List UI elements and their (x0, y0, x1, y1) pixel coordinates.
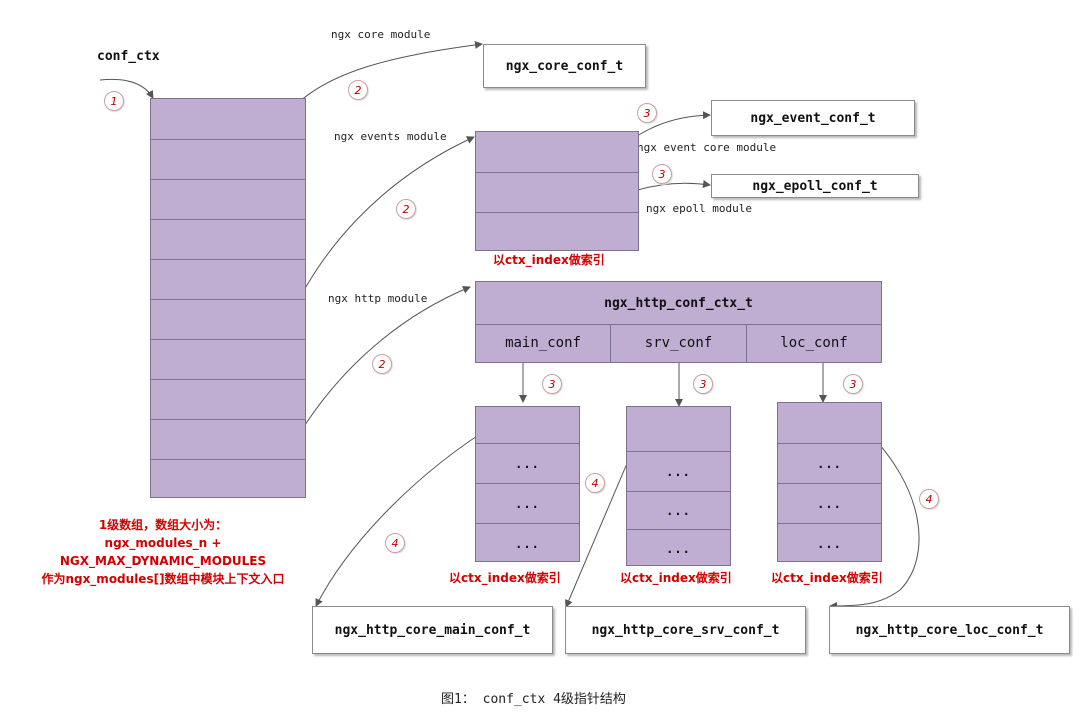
array-slot: ... (476, 483, 579, 523)
array-slot: ... (627, 491, 730, 529)
events-ctx-array (475, 131, 639, 251)
loc-conf-cell: loc_conf (780, 335, 848, 351)
arrow-core-loc (829, 423, 920, 610)
array-note-line3: 作为ngx_modules[]数组中模块上下文入口 (41, 572, 285, 586)
step-3-badge: 3 (843, 374, 863, 394)
array-slot (151, 459, 305, 499)
ngx-event-conf-box: ngx_event_conf_t (711, 100, 915, 136)
index-note-events: 以ctx_index做索引 (493, 253, 605, 267)
step-3-badge: 3 (693, 374, 713, 394)
conf-ctx-label: conf_ctx (97, 49, 160, 64)
http-module-label: ngx http module (328, 292, 428, 305)
step-4-badge: 4 (919, 489, 939, 509)
ngx-http-core-loc-conf-box: ngx_http_core_loc_conf_t (829, 606, 1070, 654)
array-size-note: 1级数组，数组大小为： ngx_modules_n + NGX_MAX_DYNA… (0, 516, 326, 588)
step-4-badge: 4 (585, 473, 605, 493)
array-slot (151, 379, 305, 419)
index-note-main: 以ctx_index做索引 (449, 571, 561, 585)
http-conf-ctx-table: ngx_http_conf_ctx_t main_conf srv_conf l… (475, 281, 882, 363)
array-slot (476, 172, 638, 212)
event-core-module-label: ngx event core module (637, 141, 777, 154)
srv-conf-cell: srv_conf (611, 324, 747, 362)
step-4-badge: 4 (385, 533, 405, 553)
http-conf-ctx-title: ngx_http_conf_ctx_t (476, 282, 881, 325)
index-note-srv: 以ctx_index做索引 (620, 571, 732, 585)
array-note-line2: ngx_modules_n + NGX_MAX_DYNAMIC_MODULES (59, 536, 267, 568)
array-note-line1: 1级数组，数组大小为： (98, 518, 228, 532)
array-slot: ... (778, 483, 881, 523)
srv-conf-array: ... ... ... (626, 406, 731, 566)
step-2-badge: 2 (348, 80, 368, 100)
loc-conf-array: ... ... ... (777, 402, 882, 562)
array-slot: ... (627, 451, 730, 491)
arrow-conf-ctx (99, 78, 154, 99)
arrow-http (291, 285, 471, 447)
step-2-badge: 2 (396, 199, 416, 219)
ngx-epoll-conf-box: ngx_epoll_conf_t (711, 174, 919, 198)
array-slot (151, 259, 305, 299)
array-slot (476, 212, 638, 252)
array-slot (151, 419, 305, 459)
arrow-core-main (315, 421, 500, 607)
array-slot (151, 339, 305, 379)
step-1-badge: 1 (104, 91, 124, 111)
events-module-label: ngx events module (334, 130, 447, 143)
array-slot (151, 139, 305, 179)
arrow-core (283, 40, 483, 119)
array-slot: ... (627, 529, 730, 567)
ngx-core-conf-box: ngx_core_conf_t (483, 44, 646, 88)
array-slot (151, 299, 305, 339)
core-module-label: ngx core module (331, 28, 431, 41)
step-2-badge: 2 (372, 354, 392, 374)
array-slot (151, 179, 305, 219)
ngx-http-core-srv-conf-box: ngx_http_core_srv_conf_t (565, 606, 806, 654)
step-3-badge: 3 (542, 374, 562, 394)
main-conf-array: ... ... ... (475, 406, 580, 562)
array-slot: ... (778, 443, 881, 483)
index-note-loc: 以ctx_index做索引 (771, 571, 883, 585)
main-conf-cell: main_conf (476, 324, 611, 362)
array-slot: ... (476, 443, 579, 483)
array-slot: ... (476, 523, 579, 563)
epoll-module-label: ngx epoll module (646, 202, 752, 215)
figure-caption: 图1： conf_ctx 4级指针结构 (441, 692, 626, 707)
level1-array (150, 98, 306, 498)
array-slot: ... (778, 523, 881, 563)
ngx-http-core-main-conf-box: ngx_http_core_main_conf_t (312, 606, 553, 654)
array-slot (151, 219, 305, 259)
step-3-badge: 3 (637, 103, 657, 123)
step-3-badge: 3 (652, 164, 672, 184)
